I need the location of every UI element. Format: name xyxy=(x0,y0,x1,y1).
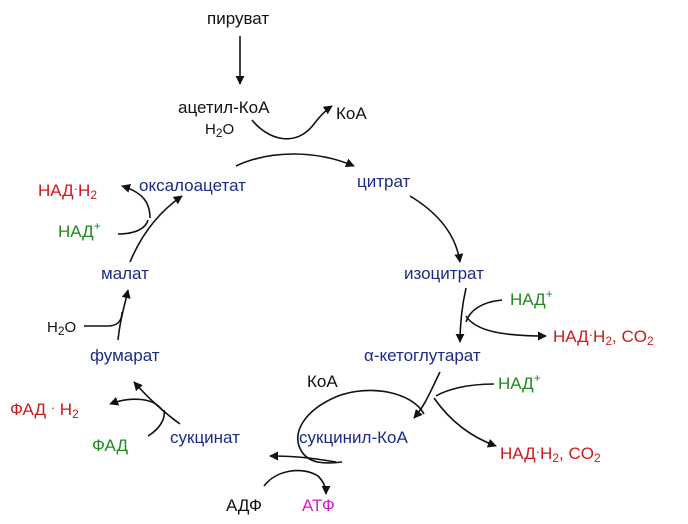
nadh-co2-akg-label: НАД·H2, CO2 xyxy=(500,444,601,465)
nad-isocitrate-label: НАД+ xyxy=(510,287,553,309)
malate-label: малат xyxy=(101,264,149,283)
coa-label-akg: КоА xyxy=(307,372,338,391)
succinyl-coa-label: сукцинил-КоА xyxy=(299,428,408,447)
nadh-co2-isocitrate-label: НАД·H2, CO2 xyxy=(553,327,654,348)
arrow-adp-atp xyxy=(263,469,331,495)
arrow-fadh-out xyxy=(109,397,163,411)
nadh-malate-label: НАД·H2 xyxy=(38,181,98,202)
water-label-top: H2O xyxy=(205,121,235,140)
arrow-coa-out xyxy=(251,105,333,140)
arrow-nadh-out-3 xyxy=(121,184,151,219)
arrow-nad-in-1 xyxy=(465,299,503,323)
pyruvate-label: пируват xyxy=(207,9,270,28)
atp-label: АТФ xyxy=(302,496,335,515)
arrow-citrate-isocitrate xyxy=(409,195,464,263)
isocitrate-label: изоцитрат xyxy=(404,264,484,283)
oxaloacetate-label: оксалоацетат xyxy=(139,176,246,195)
nad-malate-label: НАД+ xyxy=(58,219,101,241)
arrow-nadh-out-2 xyxy=(433,397,497,448)
arrow-succinylcoa-succinate xyxy=(269,451,337,463)
acetyl-coa-label: ацетил-КоА xyxy=(178,98,270,117)
arrow-nad-in-3 xyxy=(117,219,149,235)
arrow-isocitrate-akg xyxy=(455,287,467,343)
fad-label: ФАД xyxy=(92,436,128,455)
water-label-fumarate: H2O xyxy=(47,319,77,338)
arrow-malate-oxaloacetate xyxy=(129,195,183,263)
citrate-label: цитрат xyxy=(357,172,411,191)
arrow-succinate-fumarate xyxy=(133,381,181,425)
arrow-nadh-out-1 xyxy=(465,315,547,341)
arrow-oxaloacetate-citrate xyxy=(235,153,355,168)
arrow-fad-in xyxy=(147,409,166,437)
coa-label-top: КоА xyxy=(336,104,367,123)
arrow-coa-loop xyxy=(297,389,425,464)
arrow-fumarate-malate xyxy=(117,289,131,341)
arrow-water-in xyxy=(84,311,123,327)
succinate-label: сукцинат xyxy=(170,428,240,447)
fadh-label: ФАД · H2 xyxy=(10,400,79,421)
arrow-akg-succinylcoa xyxy=(413,371,441,419)
alpha-ketoglutarate-label: α-кетоглутарат xyxy=(364,346,481,365)
fumarate-label: фумарат xyxy=(90,346,160,365)
adp-label: АДФ xyxy=(226,496,262,515)
arrow-nad-in-2 xyxy=(435,383,495,397)
nad-akg-label: НАД+ xyxy=(498,371,541,393)
